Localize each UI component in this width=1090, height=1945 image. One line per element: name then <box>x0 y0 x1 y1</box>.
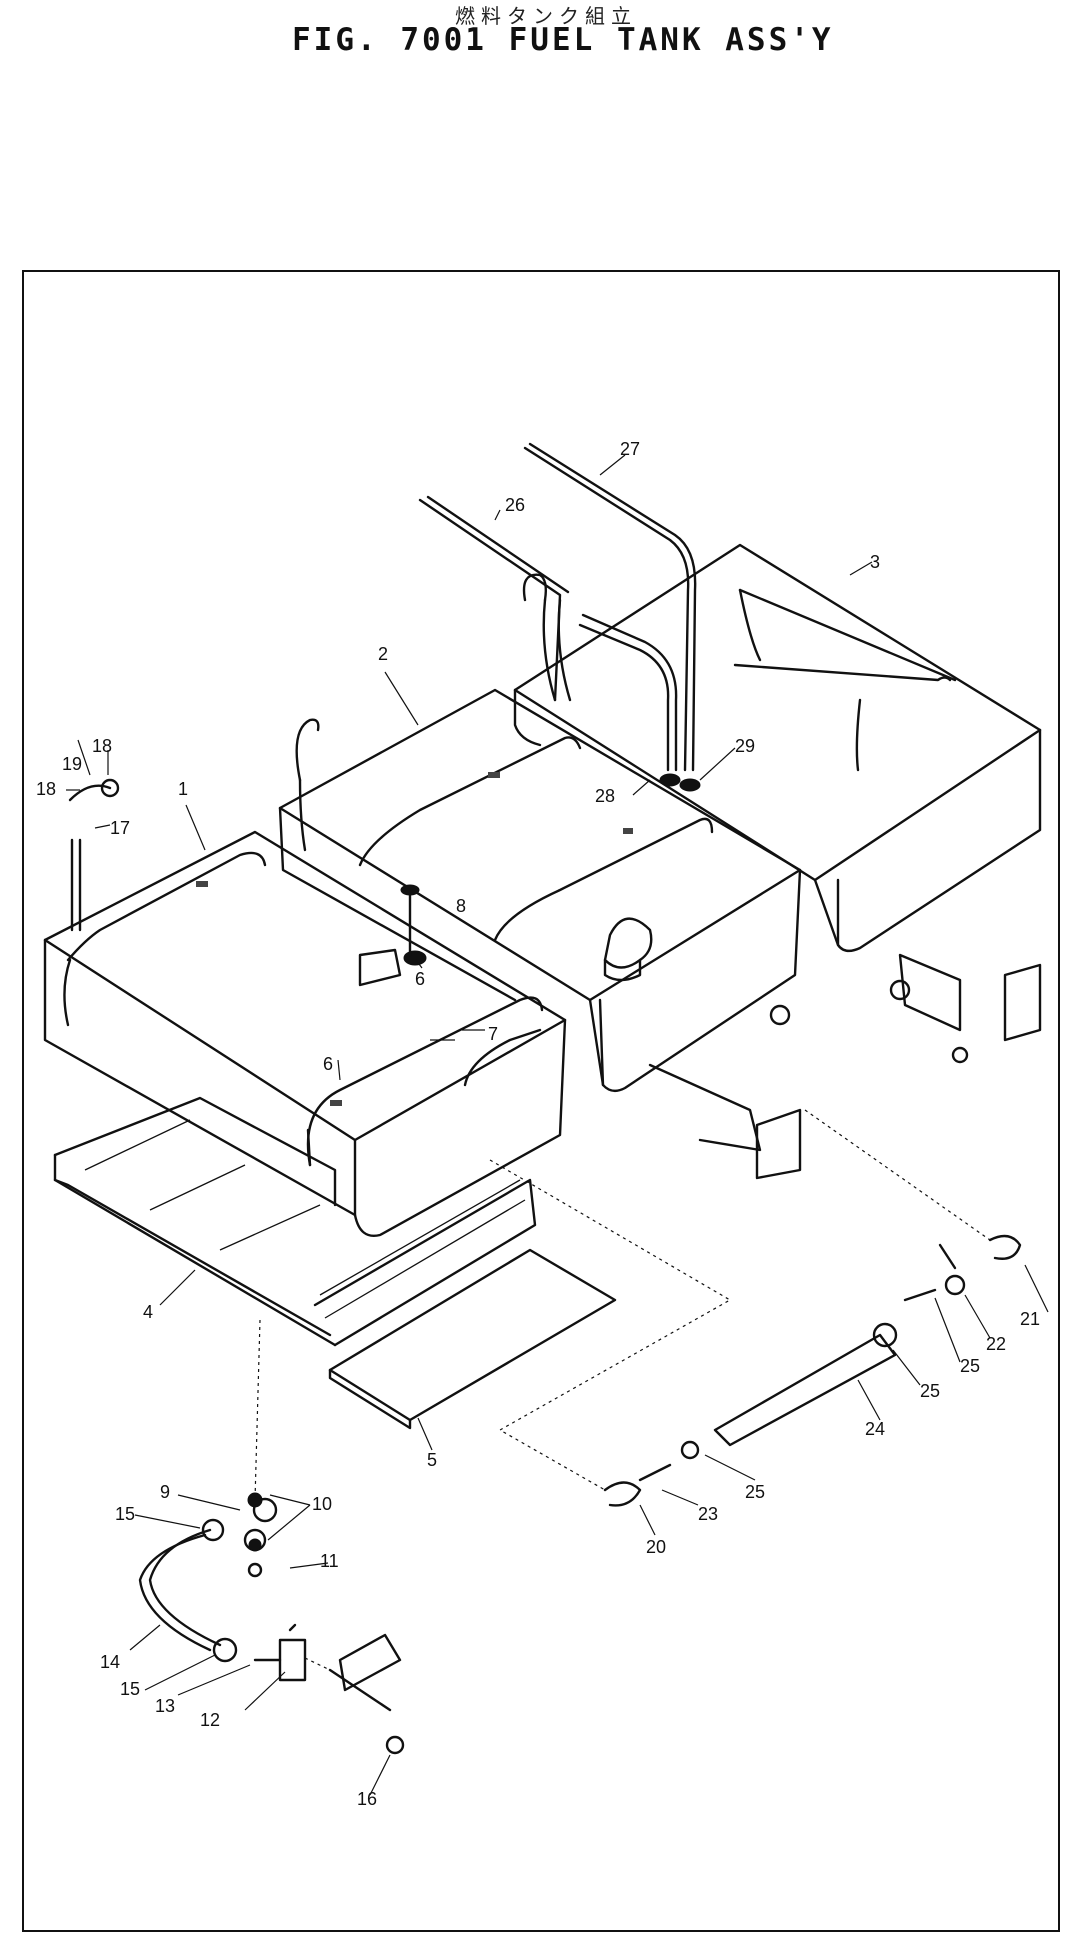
assembly-lines <box>254 1109 991 1671</box>
callout-7: 7 <box>488 1024 498 1044</box>
callout-2: 2 <box>378 644 388 664</box>
callout-18a: 18 <box>36 779 56 799</box>
callout-25c: 25 <box>745 1482 765 1502</box>
callout-13: 13 <box>155 1696 175 1716</box>
callout-28: 28 <box>595 786 615 806</box>
callout-26: 26 <box>505 495 525 515</box>
drawing-frame <box>22 270 1060 1932</box>
fuel-tank-2 <box>278 688 802 1093</box>
fuel-tank-1 <box>43 830 567 1237</box>
japanese-title: 燃料タンク組立 <box>455 4 637 28</box>
callout-labels: 1 2 3 4 5 6 6 7 8 9 10 11 12 13 14 15 15… <box>36 439 1040 1809</box>
callout-15a: 15 <box>115 1504 135 1524</box>
callout-4: 4 <box>143 1302 153 1322</box>
callout-17: 17 <box>110 818 130 838</box>
leader-lines <box>66 454 1049 1796</box>
callout-25b: 25 <box>960 1356 980 1376</box>
callout-18b: 18 <box>92 736 112 756</box>
fittings <box>68 773 1042 1755</box>
callout-8: 8 <box>456 896 466 916</box>
callout-15b: 15 <box>120 1679 140 1699</box>
callout-22: 22 <box>986 1334 1006 1354</box>
callout-3: 3 <box>870 552 880 572</box>
callout-19: 19 <box>62 754 82 774</box>
callout-16: 16 <box>357 1789 377 1809</box>
figure-title: FIG. 7001 FUEL TANK ASS'Y <box>292 22 834 58</box>
callout-21: 21 <box>1020 1309 1040 1329</box>
callout-24: 24 <box>865 1419 885 1439</box>
header: 燃料タンク組立 FIG. 7001 FUEL TANK ASS'Y <box>0 0 1090 70</box>
callout-23: 23 <box>698 1504 718 1524</box>
callout-6b: 6 <box>415 969 425 989</box>
callout-9: 9 <box>160 1482 170 1502</box>
callout-6: 6 <box>323 1054 333 1074</box>
callout-27: 27 <box>620 439 640 459</box>
bottom-plate-5 <box>328 1248 617 1430</box>
callout-20: 20 <box>646 1537 666 1557</box>
callout-29: 29 <box>735 736 755 756</box>
tank-base-frame-4 <box>53 1096 537 1347</box>
callout-11: 11 <box>320 1551 339 1571</box>
callout-5: 5 <box>427 1450 437 1470</box>
callout-12: 12 <box>200 1710 220 1730</box>
callout-1: 1 <box>178 779 188 799</box>
pipes-26-27 <box>418 442 697 772</box>
callout-10: 10 <box>312 1494 332 1514</box>
callout-14: 14 <box>100 1652 120 1672</box>
callout-25a: 25 <box>920 1381 940 1401</box>
